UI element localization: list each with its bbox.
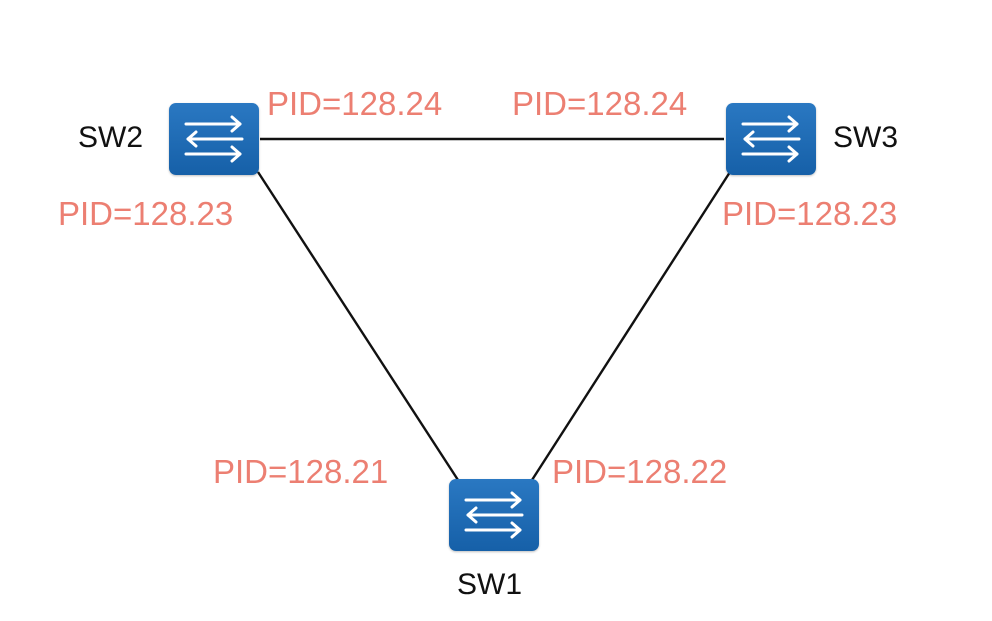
switch-icon	[741, 115, 801, 163]
switch-sw3[interactable]	[726, 103, 816, 175]
pid-label-sw1-to-sw2: PID=128.21	[213, 453, 389, 490]
pid-label-sw2-to-sw3: PID=128.24	[267, 85, 443, 122]
switch-sw1[interactable]	[449, 479, 539, 551]
pid-label-sw2-to-sw1: PID=128.23	[58, 195, 234, 232]
link-sw2-sw1	[256, 171, 460, 481]
switch-label-sw1: SW1	[457, 568, 523, 601]
switch-label-sw3: SW3	[833, 121, 899, 154]
switch-sw2[interactable]	[169, 103, 259, 175]
pid-label-sw3-to-sw2: PID=128.24	[512, 85, 688, 122]
link-sw3-sw1	[530, 171, 732, 481]
switch-icon	[464, 491, 524, 539]
pid-label-sw1-to-sw3: PID=128.22	[552, 453, 728, 490]
switch-label-sw2: SW2	[78, 121, 144, 154]
switch-icon	[184, 115, 244, 163]
pid-label-sw3-to-sw1: PID=128.23	[722, 195, 898, 232]
